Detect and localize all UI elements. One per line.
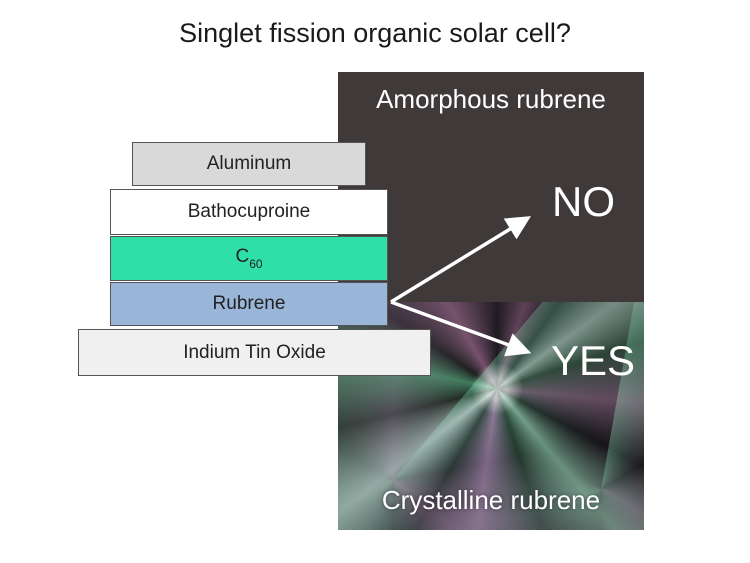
amorphous-rubrene-label: Amorphous rubrene (376, 84, 606, 114)
layer-indium-tin-oxide: Indium Tin Oxide (78, 329, 431, 376)
layer-aluminum: Aluminum (132, 142, 366, 186)
layer-c60: C60 (110, 236, 388, 281)
crystalline-rubrene-label: Crystalline rubrene (381, 485, 601, 515)
layer-rubrene-label: Rubrene (212, 293, 286, 314)
layer-c60-subscript: 60 (249, 257, 263, 271)
outcome-no-label: NO (552, 178, 615, 225)
layer-bathocuproine-label: Bathocuproine (187, 201, 311, 222)
outcome-yes-label: YES (551, 337, 636, 384)
layer-bathocuproine: Bathocuproine (110, 189, 388, 235)
layer-aluminum-label: Aluminum (206, 153, 292, 174)
layer-c60-base: C (235, 246, 250, 267)
arrow-to-no (390, 216, 531, 304)
layer-ito-label: Indium Tin Oxide (183, 341, 326, 363)
arrow-to-yes (390, 300, 532, 357)
figure-title: Singlet fission organic solar cell? (179, 18, 571, 48)
layer-rubrene: Rubrene (110, 282, 388, 326)
layer-c60-label: C60 (235, 246, 262, 271)
amorphous-rubrene-panel: Amorphous rubrene (338, 72, 644, 302)
